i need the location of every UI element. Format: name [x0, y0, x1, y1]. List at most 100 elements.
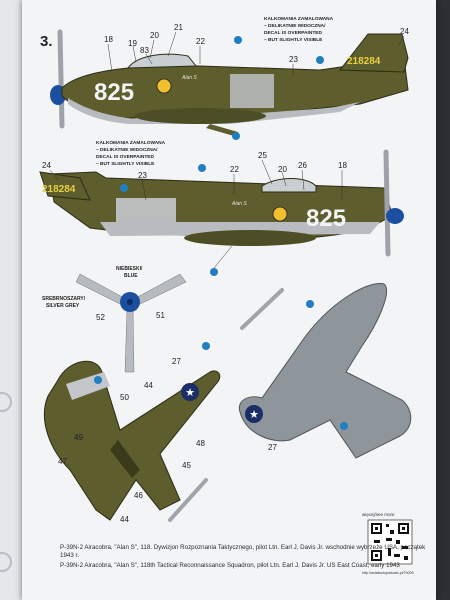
nose-art-name: Alan S: [181, 75, 197, 81]
tail-serial: 218284: [42, 184, 76, 195]
callout: 18: [104, 35, 113, 44]
binder-ring: [0, 552, 12, 572]
side-view-left: 825 Alan S 218284 18 19 20: [50, 16, 409, 140]
callout: 46: [134, 491, 143, 500]
callout: 19: [128, 39, 137, 48]
callout: 50: [120, 393, 129, 402]
callout: 26: [298, 161, 307, 170]
callout: 49: [74, 433, 83, 442]
aircraft-code: 825: [94, 79, 134, 106]
decal-note: – BUT SLIGHTLY VISIBLE: [96, 161, 155, 167]
caption-polish: P-39N-2 Airacobra, "Alan S", 118. Dywizj…: [60, 544, 426, 559]
callout: 48: [196, 439, 205, 448]
caption-english: P-39N-2 Airacobra, "Alan S", 118th Tacti…: [60, 562, 400, 569]
propeller-blade: [124, 309, 135, 373]
propeller-detail: NIEBIESKI/ BLUE SREBRNOSZARY/ SILVER GRE…: [42, 266, 187, 373]
spinner-icon: [386, 208, 404, 224]
callout: 20: [150, 31, 159, 40]
marker-icon: [232, 132, 240, 140]
propeller-blade: [57, 29, 65, 129]
roundel-star-icon: ★: [185, 387, 195, 399]
binder-ring: [0, 392, 12, 412]
hub-icon: [127, 299, 133, 305]
overpainted-panel: [230, 74, 274, 108]
marker-icon: [316, 56, 324, 64]
cockpit-area: [110, 440, 140, 478]
callout: 22: [230, 165, 239, 174]
color-label: NIEBIESKI/: [116, 266, 143, 272]
left-page-edge: [0, 0, 22, 600]
squadron-emblem-icon: [156, 78, 172, 94]
decal-note: DECAL IS OVERPAINTED: [96, 154, 154, 160]
marker-icon: [120, 184, 128, 192]
callout: 52: [96, 313, 105, 322]
url-label[interactable]: http://aviationtopdecals.pl/70009: [362, 571, 414, 575]
canopy: [127, 53, 198, 69]
propeller-blade: [131, 273, 187, 307]
callout: 47: [58, 457, 67, 466]
decal-note: – DELIKATNIE WIDOCZNA/: [264, 23, 326, 29]
nose-art-name: Alan S: [231, 201, 247, 207]
canopy: [261, 178, 317, 193]
callout: 23: [138, 171, 147, 180]
background-edge: [436, 0, 450, 600]
marker-icon: [306, 300, 314, 308]
callout: 51: [156, 311, 165, 320]
belly-grey: [68, 98, 360, 124]
marker-icon: [94, 376, 102, 384]
marker-icon: [340, 422, 348, 430]
decal-note: KALKOMANIA ZAMALOWANA: [96, 140, 166, 146]
marker-icon: [198, 164, 206, 172]
callout: 20: [278, 165, 287, 174]
top-view: ★ 27 44 50 49 48 45 47 46 44: [44, 342, 221, 524]
see-more-label: więcej/see more: [362, 512, 395, 517]
callout: 24: [400, 27, 409, 36]
callout: 27: [172, 357, 181, 366]
color-label: SREBRNOSZARY/: [42, 296, 86, 302]
tail-fin: [339, 33, 409, 73]
wing: [184, 230, 316, 246]
airframe-grey: [238, 283, 412, 459]
roundel-icon: [181, 383, 199, 401]
callout: 44: [144, 381, 153, 390]
bottom-view: ★ 27: [238, 283, 412, 459]
callout: 83: [140, 46, 149, 55]
callout: 25: [258, 151, 267, 160]
roundel-icon: [245, 405, 263, 423]
tail-serial: 218284: [347, 56, 381, 67]
decal-note: KALKOMANIA ZAMALOWANA: [264, 16, 334, 22]
marker-icon: [202, 342, 210, 350]
page-drawing: 3. 825: [39, 16, 414, 575]
airframe-olive: [44, 360, 221, 521]
marker-icon: [234, 36, 242, 44]
landing-gear: [206, 124, 238, 136]
qr-code-icon[interactable]: [367, 519, 413, 565]
sheet-number: 3.: [40, 33, 53, 50]
callout: 18: [338, 161, 347, 170]
instruction-page: 3. 825: [22, 0, 436, 600]
propeller-blade: [168, 478, 208, 522]
callout: 24: [42, 161, 51, 170]
decal-note: DECAL IS OVERPAINTED: [264, 30, 322, 36]
roundel-star-icon: ★: [249, 409, 259, 421]
callout: 44: [120, 515, 129, 524]
callout: 22: [196, 37, 205, 46]
color-label: BLUE: [124, 273, 138, 279]
tail-fin: [39, 171, 91, 201]
callout: 21: [174, 23, 183, 32]
callout: 45: [182, 461, 191, 470]
marker-icon: [210, 268, 218, 276]
propeller-blade: [240, 288, 284, 330]
callout: 23: [289, 55, 298, 64]
squadron-emblem-icon: [272, 206, 288, 222]
decal-note: – DELIKATNIE WIDOCZNA/: [96, 147, 158, 153]
propeller-blade: [383, 149, 391, 257]
wing: [134, 108, 266, 124]
callout: 27: [268, 443, 277, 452]
color-label: SILVER GREY: [46, 303, 80, 309]
decal-note: – BUT SLIGHTLY VISIBLE: [264, 37, 323, 43]
side-view-right: 218284 825 Alan S 24 23 22 25: [39, 140, 404, 276]
aircraft-code: 825: [306, 205, 346, 232]
belly-grey: [100, 222, 380, 236]
